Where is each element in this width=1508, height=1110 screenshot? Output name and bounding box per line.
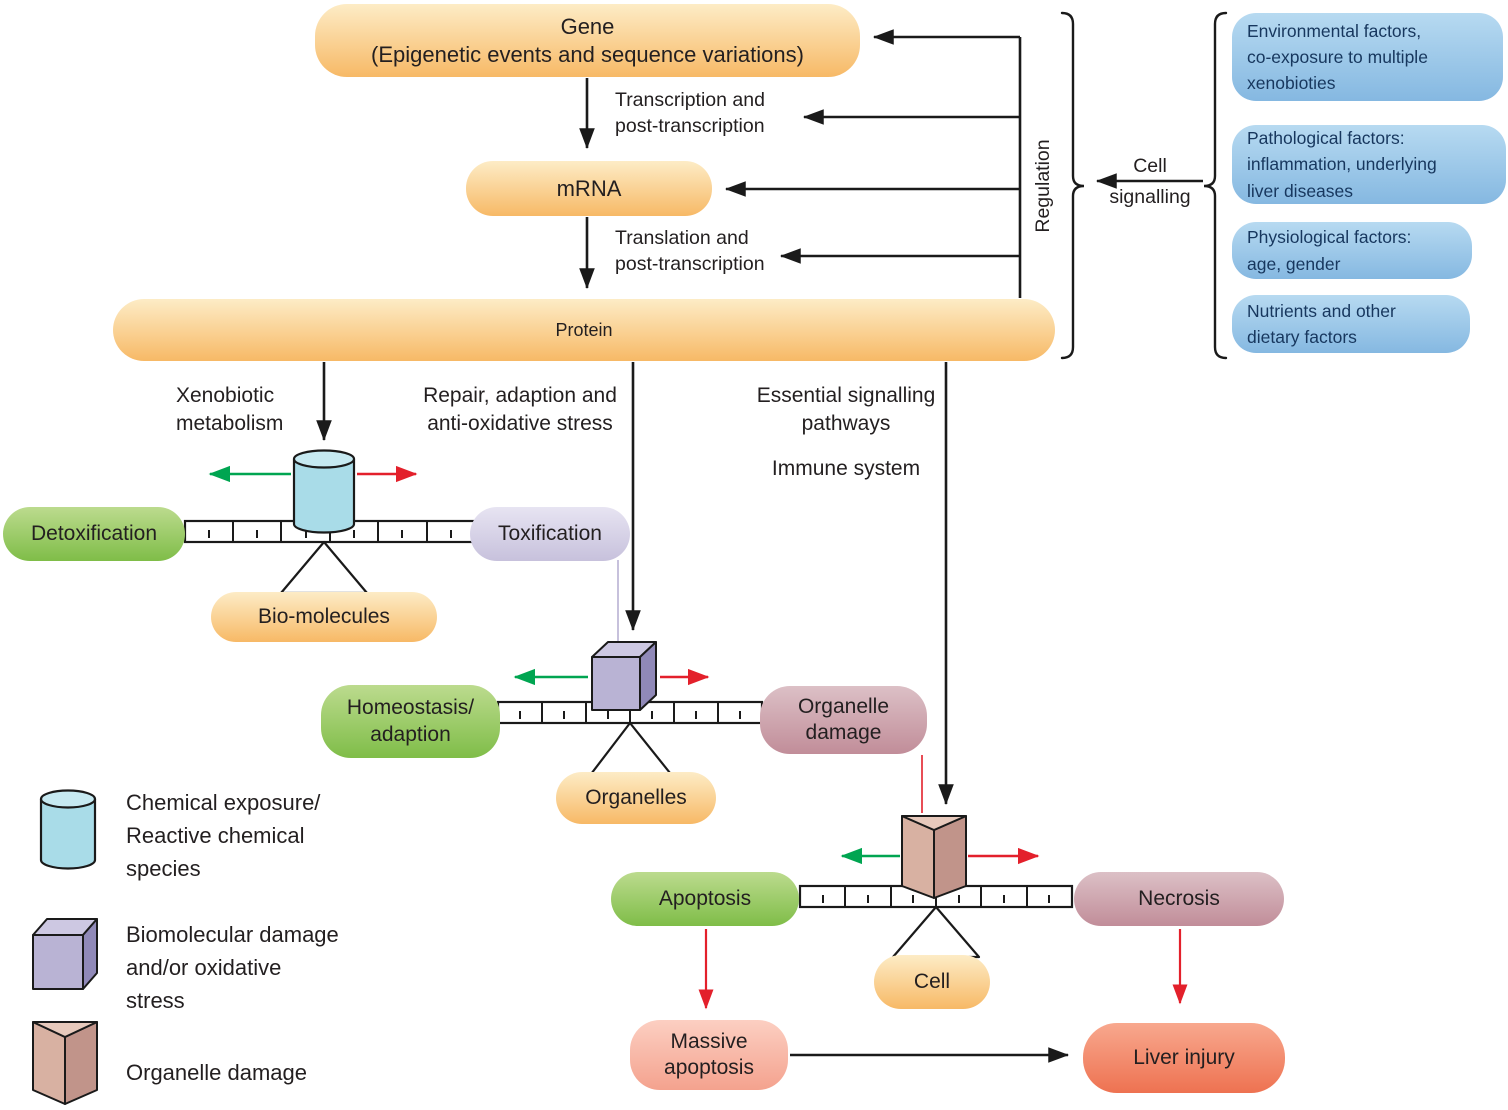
fulcrum-triangle [891,905,981,959]
toxification-box: Toxification [470,507,630,561]
mrna-node: mRNA [466,161,712,216]
fulcrum-triangle [279,540,369,595]
balance-2 [496,641,764,780]
regulation-lines [724,29,1203,298]
legend-label-organelle-damage: Organelle damage [126,1060,308,1085]
factor-box-nutrients: Nutrients and other dietary factors [1232,295,1470,353]
protein-node: Protein [113,299,1055,361]
bio-molecules-box: Bio-molecules [211,592,437,642]
legend-label-chemical-exposure: Chemical exposure/ Reactive chemical spe… [126,790,321,881]
fulcrum-triangle [586,721,676,780]
balance-1 [183,449,477,595]
homeostasis-adaption-box: Homeostasis/ adaption [321,685,500,758]
xenobiotic-metabolism-label: Xenobiotic metabolism [176,384,284,435]
legend-label-biomolecular-damage: Biomolecular damage and/or oxidative str… [126,922,339,1013]
immune-system-label: Immune system [771,457,921,480]
cell-box: Cell [874,955,990,1009]
factor-box-pathological: Pathological factors: inflammation, unde… [1232,125,1506,204]
factors-bracket [1203,11,1228,360]
translation-label: Translation and post-transcription [615,227,765,275]
organelles-box: Organelles [556,772,716,824]
cube-icon [591,641,657,711]
brackets [1060,11,1228,360]
organelle-damage-box: Organelle damage [760,686,927,754]
flow-arrows [316,78,1070,1063]
massive-apoptosis-box: Massive apoptosis [630,1020,788,1090]
necrosis-box: Necrosis [1074,872,1284,926]
liver-injury-box: Liver injury [1083,1023,1285,1093]
factor-box-environmental: Environmental factors, co-exposure to mu… [1232,13,1503,101]
gene-node: Gene (Epigenetic events and sequence var… [315,4,860,77]
transcription-label: Transcription and post-transcription [615,89,765,137]
regulation-label: Regulation [1032,139,1055,233]
legend-prism-icon [32,1021,98,1105]
legend-cylinder-icon [39,789,97,870]
legend-cube-icon [32,918,98,990]
regulation-bracket [1060,11,1085,360]
essential-signalling-label: Essential signalling pathways [756,384,936,435]
cell-signalling-label-line2: signalling [1109,186,1191,208]
balance-3 [798,815,1074,959]
factor-box-physiological: Physiological factors: age, gender [1232,222,1472,279]
cell-signalling-label-line1: Cell [1133,155,1167,177]
red-arrows [698,929,1188,1010]
apoptosis-box: Apoptosis [611,872,799,926]
prism-icon [901,815,967,899]
detoxification-box: Detoxification [3,507,185,561]
cylinder-icon [292,449,356,534]
repair-adaption-label: Repair, adaption and anti-oxidative stre… [423,384,617,435]
